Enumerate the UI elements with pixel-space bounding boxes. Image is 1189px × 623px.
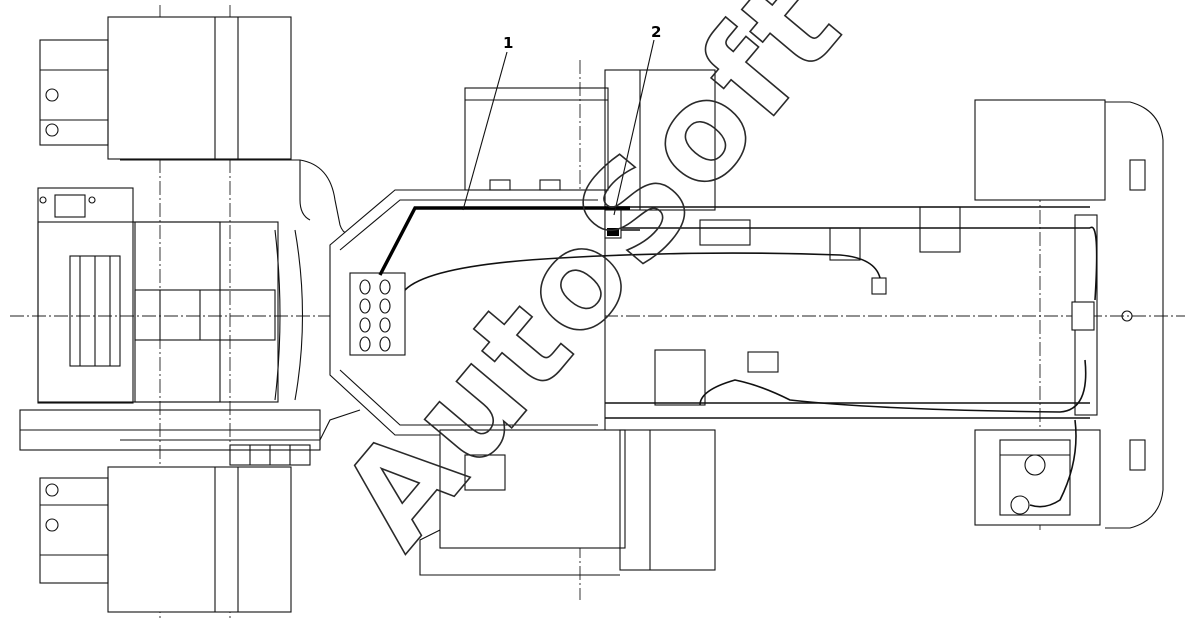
highlighted-harness	[378, 206, 630, 276]
rear-wheel-bottom	[39, 466, 292, 613]
callout-label-1: 1	[503, 34, 513, 52]
callout-2: 2	[613, 23, 661, 216]
lower-tank	[419, 429, 716, 576]
rear-wheel-top	[39, 16, 292, 160]
connector-block	[349, 272, 406, 356]
rear-axle	[37, 187, 279, 404]
callout-1: 1	[462, 34, 513, 211]
front-module	[974, 99, 1164, 529]
component-2	[604, 209, 640, 239]
frame-rails-front	[605, 206, 1090, 419]
frame-rails-rear	[19, 159, 381, 466]
callout-label-2: 2	[651, 23, 661, 41]
wiring-harness	[404, 226, 1098, 508]
